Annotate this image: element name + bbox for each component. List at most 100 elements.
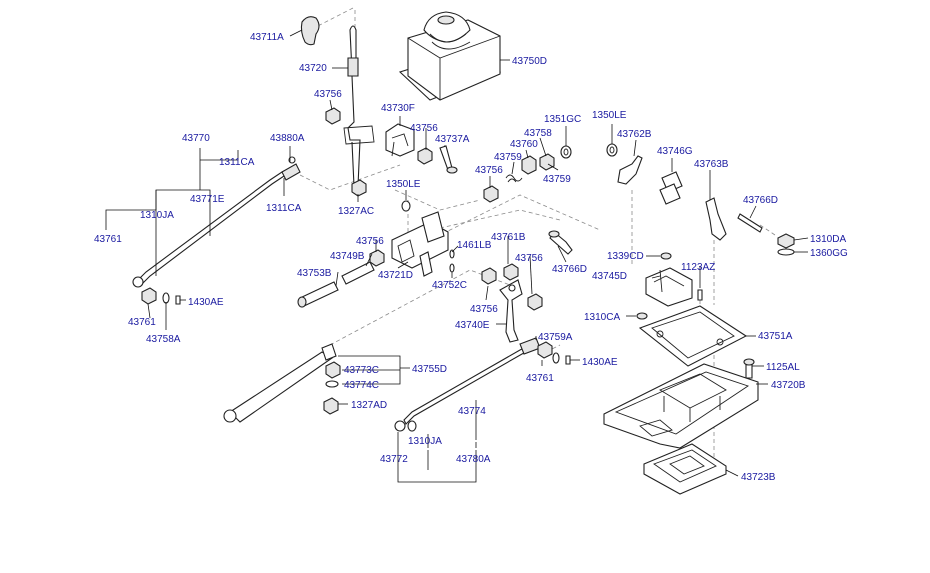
callout-label: 43720 bbox=[299, 63, 327, 74]
callout-label: 1430AE bbox=[582, 357, 618, 368]
bushing-43773C bbox=[325, 361, 341, 379]
callout-label: 1310JA bbox=[140, 210, 174, 221]
callout-label: 1311CA bbox=[219, 157, 255, 168]
washer-1360GG bbox=[777, 248, 795, 256]
callout-label: 1430AE bbox=[188, 297, 224, 308]
callout-label: 1310DA bbox=[810, 234, 846, 245]
pin-1430AE-right bbox=[565, 355, 571, 365]
callout-label: 43759 bbox=[494, 152, 522, 163]
bushing-43756-c bbox=[483, 185, 499, 203]
callout-label: 43762B bbox=[617, 129, 652, 140]
callout-label: 43720B bbox=[771, 380, 806, 391]
callout-label: 1310JA bbox=[408, 436, 442, 447]
bushing-43756-e bbox=[481, 267, 497, 285]
callout-label: 43756 bbox=[470, 304, 498, 315]
callout-label: 43758A bbox=[146, 334, 181, 345]
callout-label: 43880A bbox=[270, 133, 305, 144]
callout-label: 43723B bbox=[741, 472, 776, 483]
callout-label: 1327AD bbox=[351, 400, 387, 411]
callout-label: 1350LE bbox=[592, 110, 627, 121]
bolt-1125AL bbox=[743, 358, 755, 379]
washer-1350LE-a bbox=[606, 143, 618, 157]
callout-label: 43774C bbox=[344, 380, 379, 391]
bracket-assembly-43721D bbox=[391, 211, 449, 277]
washer-1350LE-b bbox=[401, 200, 411, 212]
cable-43780A bbox=[394, 337, 541, 432]
nut-1310CA bbox=[636, 312, 648, 320]
callout-label: 1339CD bbox=[607, 251, 644, 262]
bolt-43766D-right bbox=[737, 213, 763, 233]
callout-label: 43760 bbox=[510, 139, 538, 150]
callout-label: 43759 bbox=[543, 174, 571, 185]
pin-1461LB bbox=[449, 249, 455, 259]
callout-label: 43774 bbox=[458, 406, 486, 417]
pin-1430AE-left bbox=[175, 295, 181, 305]
callout-label: 1350LE bbox=[386, 179, 421, 190]
callout-label: 43746G bbox=[657, 146, 693, 157]
callout-label: 43751A bbox=[758, 331, 793, 342]
callout-label: 43730F bbox=[381, 103, 415, 114]
callout-label: 1310CA bbox=[584, 312, 620, 323]
callout-label: 43780A bbox=[456, 454, 491, 465]
bracket-43730F bbox=[385, 123, 415, 157]
callout-label: 43756 bbox=[475, 165, 503, 176]
bushing-43761B bbox=[503, 263, 519, 281]
callout-label: 1311CA bbox=[266, 203, 302, 214]
callout-label: 1351GC bbox=[544, 114, 581, 125]
shift-knob-43711A bbox=[300, 16, 320, 46]
callout-label: 43761 bbox=[128, 317, 156, 328]
callout-label: 43766D bbox=[743, 195, 778, 206]
bracket-43763B bbox=[705, 197, 727, 241]
pin-43749B bbox=[341, 261, 375, 285]
callout-label: 43745D bbox=[592, 271, 627, 282]
callout-label: 43761 bbox=[526, 373, 554, 384]
callout-label: 43737A bbox=[435, 134, 470, 145]
cable-43770 bbox=[132, 156, 301, 288]
bracket-43762B bbox=[617, 155, 643, 185]
callout-label: 43761B bbox=[491, 232, 526, 243]
pin-43737A bbox=[439, 145, 458, 174]
callout-label: 43761 bbox=[94, 234, 122, 245]
rod-43753B bbox=[297, 281, 339, 308]
spring-43759-a bbox=[505, 174, 523, 183]
nut-1327AD bbox=[323, 397, 339, 415]
bracket-43745D bbox=[645, 267, 693, 307]
callout-label: 1125AL bbox=[766, 362, 800, 373]
nut-1327AC bbox=[351, 179, 367, 197]
washer-1351GC bbox=[560, 145, 572, 159]
callout-label: 43756 bbox=[410, 123, 438, 134]
callout-label: 1461LB bbox=[457, 240, 492, 251]
bushing-43756-d bbox=[369, 249, 385, 267]
callout-label: 43740E bbox=[455, 320, 490, 331]
rod-43755D bbox=[223, 343, 337, 423]
bushing-43756-top bbox=[325, 107, 341, 125]
lever-43740E bbox=[499, 279, 523, 343]
callout-label: 1327AC bbox=[338, 206, 374, 217]
callout-label: 43749B bbox=[330, 251, 365, 262]
callout-label: 1123AZ bbox=[681, 262, 715, 273]
leader-lines bbox=[105, 29, 809, 483]
callout-label: 43771E bbox=[190, 194, 225, 205]
washer-43774C bbox=[325, 380, 339, 388]
bushing-43760 bbox=[521, 155, 537, 175]
bushing-43761-lower bbox=[537, 341, 553, 359]
bushing-43756-b bbox=[417, 147, 433, 165]
callout-label: 43770 bbox=[182, 133, 210, 144]
callout-label: 1360GG bbox=[810, 248, 848, 259]
callout-label: 43772 bbox=[380, 454, 408, 465]
cylinders-43746G bbox=[659, 171, 683, 205]
clip-43758A bbox=[162, 292, 170, 304]
lower-plate-43723B bbox=[643, 443, 727, 495]
clip-43759A bbox=[552, 352, 560, 364]
bushing-43756-f bbox=[527, 293, 543, 311]
bolt-43766D-mid bbox=[548, 230, 573, 255]
gasket-43751A bbox=[638, 305, 748, 367]
callout-label: 43755D bbox=[412, 364, 447, 375]
nut-1310JA-lower bbox=[407, 420, 417, 432]
callout-labels: 43711A 43720 43750D 43756 43730F 43756 4… bbox=[94, 32, 848, 483]
nut-1339CD bbox=[660, 252, 672, 260]
callout-label: 43756 bbox=[356, 236, 384, 247]
callout-label: 43773C bbox=[344, 365, 379, 376]
bushing-43758 bbox=[539, 153, 555, 171]
